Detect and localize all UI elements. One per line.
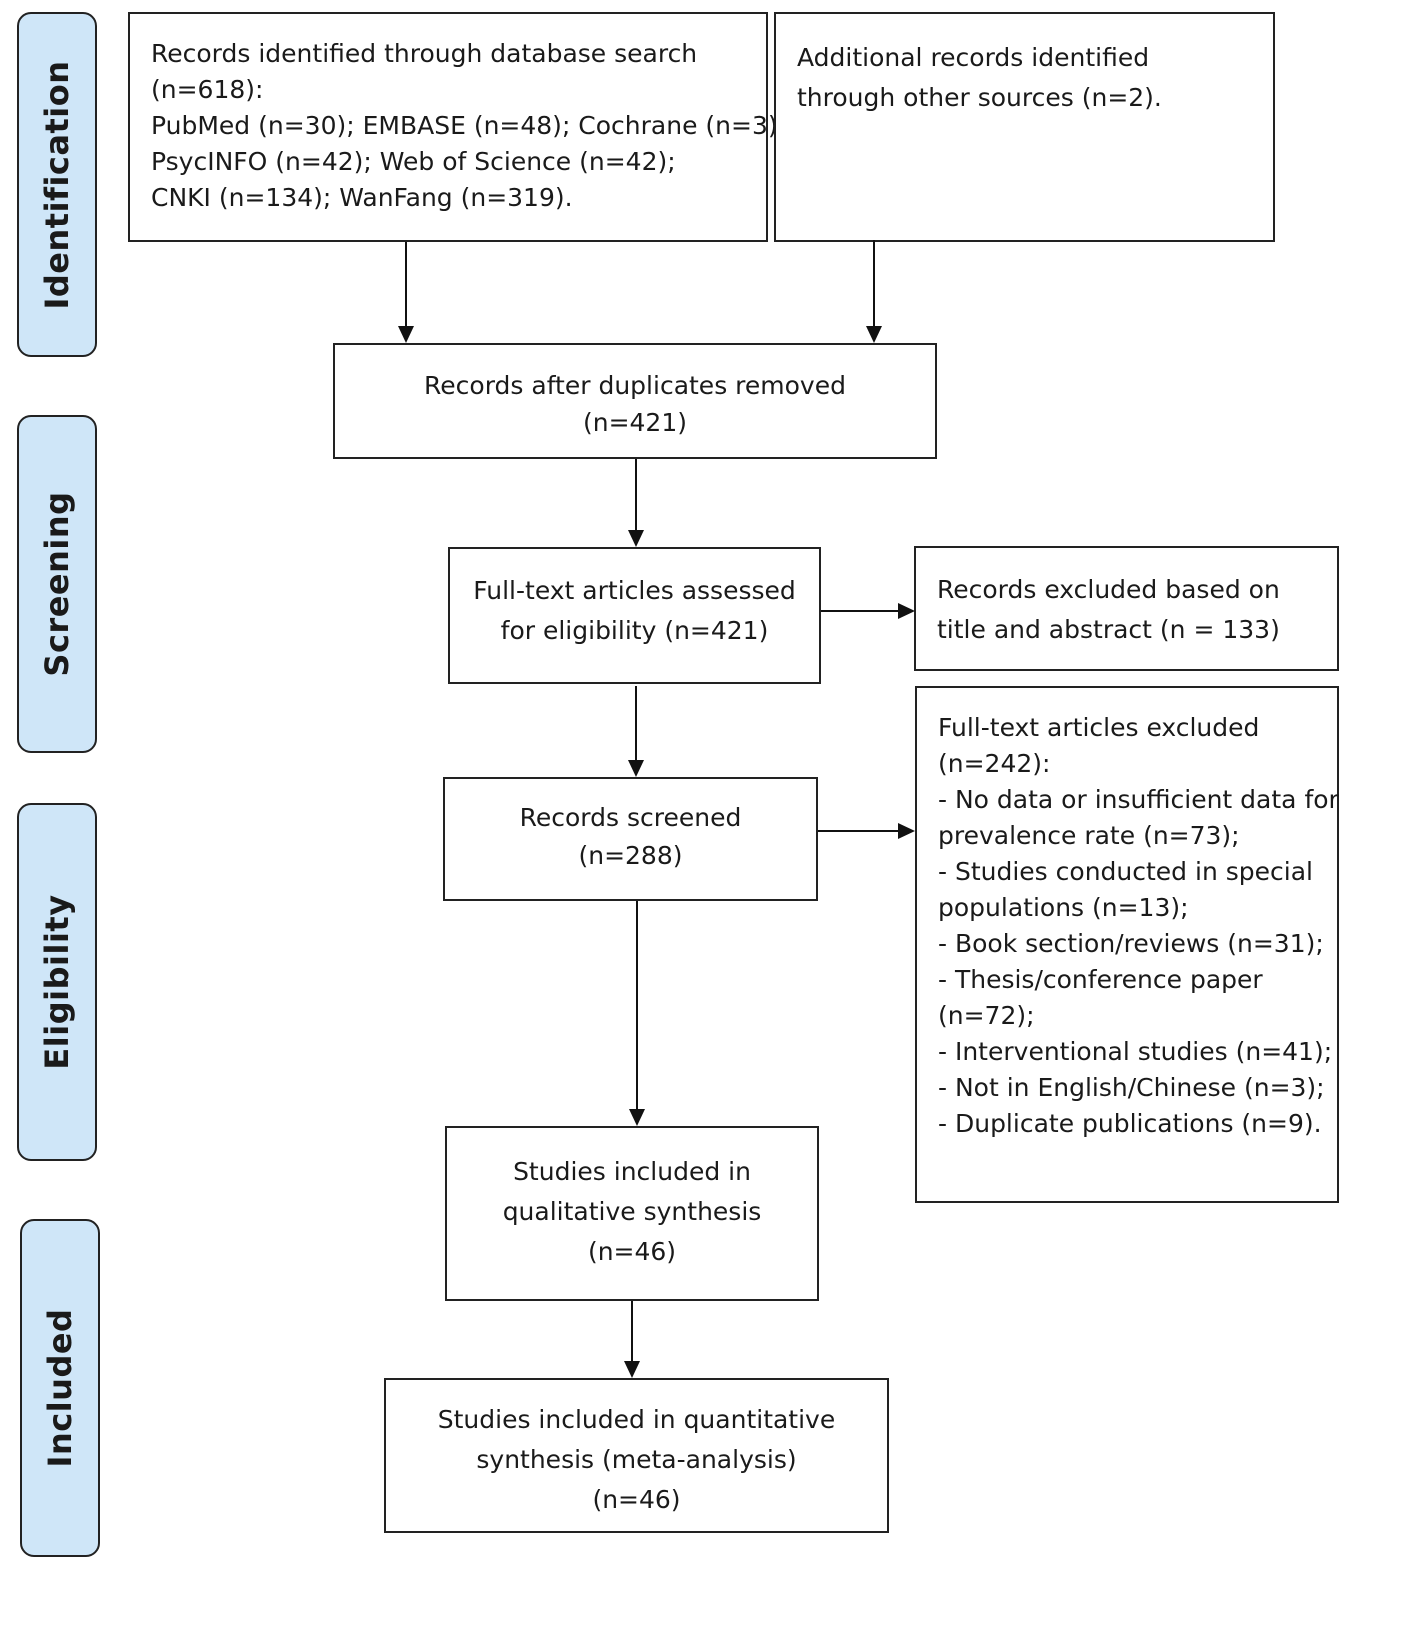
box-excluded-title-abstract: Records excluded based on title and abst… xyxy=(914,546,1339,671)
box-line: - Book section/reviews (n=31); xyxy=(938,929,1324,958)
box-line: Records after duplicates removed xyxy=(424,371,846,400)
arrowhead xyxy=(624,1361,640,1378)
stage-included: Included xyxy=(20,1219,100,1557)
box-quantitative-synthesis: Studies included in quantitative synthes… xyxy=(384,1378,889,1533)
box-line: Records identified through database sear… xyxy=(151,39,698,68)
box-database-search: Records identified through database sear… xyxy=(128,12,787,242)
box-line: - Studies conducted in special xyxy=(938,857,1313,886)
box-line: (n=72); xyxy=(938,1001,1035,1030)
box-duplicates-removed: Records after duplicates removed (n=421) xyxy=(333,343,937,459)
box-line: (n=46) xyxy=(587,1237,677,1266)
box-records-screened: Records screened (n=288) xyxy=(443,777,818,901)
box-line: - Duplicate publications (n=9). xyxy=(938,1109,1322,1138)
box-line: qualitative synthesis xyxy=(502,1197,762,1226)
box-line: (n=618): xyxy=(151,75,264,104)
box-line: (n=288) xyxy=(578,841,683,870)
box-fulltext-excluded: Full-text articles excluded (n=242): - N… xyxy=(915,686,1339,1203)
box-line: prevalence rate (n=73); xyxy=(938,821,1240,850)
arrowhead xyxy=(628,530,644,547)
arrowhead xyxy=(898,603,915,619)
box-line: for eligibility (n=421) xyxy=(500,616,769,645)
box-line: through other sources (n=2). xyxy=(797,83,1162,112)
stage-screening: Screening xyxy=(17,415,97,753)
box-line: Full-text articles excluded xyxy=(938,713,1260,742)
box-line: Full-text articles assessed xyxy=(473,576,796,605)
box-line: - Interventional studies (n=41); xyxy=(938,1037,1333,1066)
box-line: Studies included in xyxy=(513,1157,751,1186)
box-line: Records excluded based on xyxy=(937,575,1280,604)
box-line: CNKI (n=134); WanFang (n=319). xyxy=(151,183,573,212)
box-line: - No data or insufficient data for xyxy=(938,785,1339,814)
box-line: PubMed (n=30); EMBASE (n=48); Cochrane (… xyxy=(151,111,787,140)
box-line: Studies included in quantitative xyxy=(437,1405,836,1434)
box-line: Additional records identified xyxy=(797,43,1150,72)
box-line: - Not in English/Chinese (n=3); xyxy=(938,1073,1325,1102)
arrowhead xyxy=(629,1109,645,1126)
box-line: (n=242): xyxy=(938,749,1051,778)
arrowhead xyxy=(628,760,644,777)
stage-identification: Identification xyxy=(17,12,97,357)
box-line: (n=421) xyxy=(582,408,688,437)
box-line: - Thesis/conference paper xyxy=(938,965,1263,994)
box-line: synthesis (meta-analysis) xyxy=(476,1445,797,1474)
arrowhead xyxy=(398,326,414,343)
box-line: (n=46) xyxy=(592,1485,681,1514)
box-line: title and abstract (n = 133) xyxy=(937,615,1280,644)
box-qualitative-synthesis: Studies included in qualitative synthesi… xyxy=(445,1126,819,1301)
stage-eligibility: Eligibility xyxy=(17,803,97,1161)
arrowhead xyxy=(898,823,915,839)
arrowhead xyxy=(866,326,882,343)
box-line: Records screened xyxy=(519,803,742,832)
box-line: populations (n=13); xyxy=(938,893,1189,922)
box-fulltext-assessed: Full-text articles assessed for eligibil… xyxy=(448,547,821,684)
box-line: PsycINFO (n=42); Web of Science (n=42); xyxy=(151,147,676,176)
box-other-sources: Additional records identified through ot… xyxy=(774,12,1275,242)
